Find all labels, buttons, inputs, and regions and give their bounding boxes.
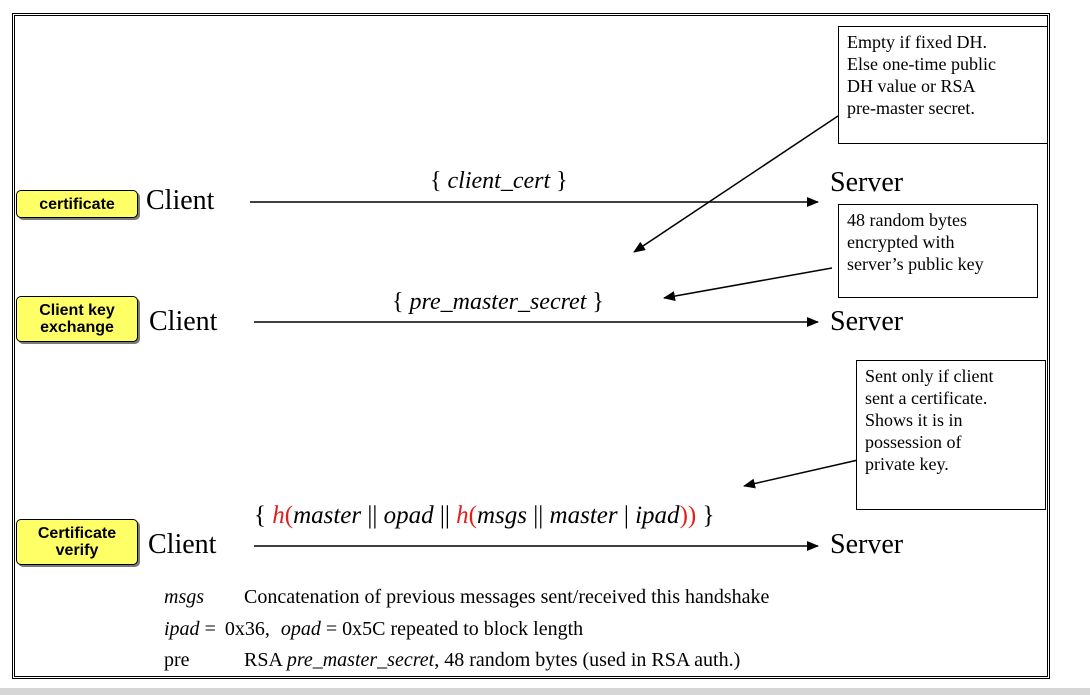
message-pre-master-secret: { pre_master_secret }: [392, 289, 604, 315]
note1-pointer: [633, 115, 839, 253]
m3-close-inner: ): [679, 502, 688, 529]
note3-line4: possession of: [865, 432, 962, 452]
m3-sep-3: ||: [527, 502, 550, 529]
note1-line3: DH value or RSA: [847, 76, 976, 96]
note3-line3: Shows it is in: [865, 410, 963, 430]
server-label-3: Server: [830, 529, 904, 560]
note2-line2: encrypted with: [847, 232, 955, 252]
note3-line5: private key.: [865, 454, 949, 474]
note3-line1: Sent only if client: [865, 366, 994, 386]
legend-pre-text2: , 48 random bytes (used in RSA auth.): [434, 649, 741, 671]
note1-line4: pre-master secret.: [847, 98, 975, 118]
m3-close-outer: ): [687, 502, 697, 529]
tag-client-key-exchange-line1: Client key: [39, 302, 115, 319]
message-pms-body: pre_master_secret: [409, 289, 587, 315]
tag-certificate: certificate: [16, 190, 138, 218]
legend-ipad-term: ipad: [164, 618, 200, 640]
client-label-1: Client: [146, 185, 215, 216]
legend-pre: pre RSA pre_master_secret, 48 random byte…: [164, 648, 740, 673]
tag-certificate-verify-line1: Certificate: [37, 525, 117, 542]
legend-msgs-term: msgs: [164, 586, 205, 608]
legend-pre-italic: pre_master_secret: [286, 649, 435, 671]
legend-opad-text: = 0x5C repeated to block length: [320, 618, 584, 640]
server-label-1: Server: [830, 167, 904, 198]
note3-pointer: [743, 459, 859, 489]
tag-client-key-exchange-line2: exchange: [40, 319, 114, 336]
tag-certificate-label: certificate: [39, 195, 115, 213]
message-client-cert-close: }: [550, 168, 568, 194]
message-pms-close: }: [586, 289, 604, 315]
m3-msgs: msgs: [477, 502, 528, 529]
m3-opad: opad: [383, 502, 434, 529]
legend-opad-term: opad: [280, 618, 321, 640]
note2-line1: 48 random bytes: [847, 210, 967, 230]
tag-certificate-verify: Certificate verify: [16, 519, 138, 565]
note-empty-if-fixed-dh: Empty if fixed DH. Else one-time public …: [838, 26, 1048, 144]
legend-ipad-opad: ipad = 0x36, opad = 0x5C repeated to blo…: [164, 617, 583, 642]
m3-sep-2: ||: [433, 502, 457, 529]
m3-open: {: [254, 502, 273, 529]
legend-ipad-eq: =: [199, 618, 221, 640]
legend-pre-term: pre: [164, 649, 190, 671]
client-label-3: Client: [148, 529, 217, 560]
m3-hash-1: h: [272, 502, 285, 529]
legend-pre-text1: RSA: [244, 649, 287, 671]
message-pms-open: {: [392, 289, 410, 315]
message-client-cert-open: {: [430, 168, 448, 194]
note2-pointer: [663, 267, 833, 301]
message-certificate-verify: { h(master || opad || h(msgs || master |…: [254, 503, 714, 529]
legend-msgs: msgs Concatenation of previous messages s…: [164, 585, 769, 610]
m3-ipad: ipad: [635, 502, 680, 529]
bottom-bar: [0, 688, 1090, 695]
slide-frame: [12, 13, 1050, 679]
note1-line1: Empty if fixed DH.: [847, 32, 987, 52]
note2-line3: server’s public key: [847, 254, 984, 274]
m3-paren-1: (: [284, 502, 294, 529]
note-48-random-bytes: 48 random bytes encrypted with server’s …: [838, 204, 1038, 298]
m3-hash-2: h: [456, 502, 469, 529]
tag-client-key-exchange: Client key exchange: [16, 296, 138, 342]
message-client-cert-body: client_cert: [447, 168, 551, 194]
m3-close: }: [696, 502, 715, 529]
message-client-cert: { client_cert }: [430, 168, 568, 194]
tag-certificate-verify-line2: verify: [55, 542, 99, 559]
m3-paren-2: (: [468, 502, 477, 529]
client-label-2: Client: [149, 306, 218, 337]
m3-sep-1: ||: [361, 502, 384, 529]
legend-msgs-text: Concatenation of previous messages sent/…: [244, 586, 770, 608]
note3-line2: sent a certificate.: [865, 388, 988, 408]
note1-line2: Else one-time public: [847, 54, 996, 74]
m3-master: master: [293, 502, 362, 529]
m3-sep-4: |: [617, 502, 636, 529]
server-label-2: Server: [830, 306, 904, 337]
legend-ipad-value: 0x36,: [224, 618, 270, 640]
note-sent-only-if-client: Sent only if client sent a certificate. …: [856, 360, 1046, 510]
m3-master-2: master: [549, 502, 618, 529]
